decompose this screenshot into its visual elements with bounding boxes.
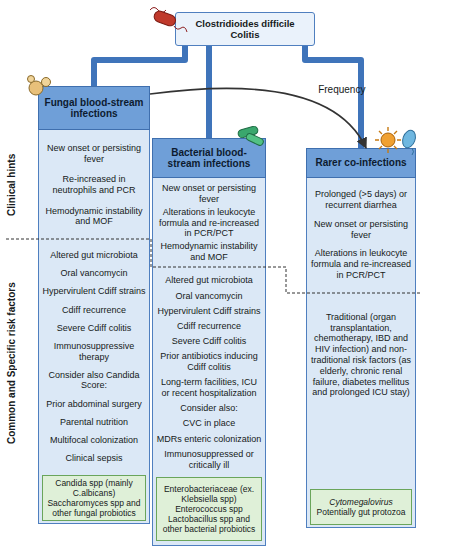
risk-text: Cdiff recurrence (62, 305, 126, 316)
pathogen-box: CytomegalovirusPotentially gut protozoa (310, 489, 412, 525)
risk-text: Consider also: (180, 403, 238, 414)
risk-text: Severe Cdiff colitis (57, 323, 131, 334)
risk-text: Multifocal colonization (50, 435, 138, 446)
hint-text: Prolonged (>5 days) or recurrent diarrhe… (310, 189, 412, 211)
pathogen-text: Cytomegalovirus (329, 497, 392, 507)
hints-region: Prolonged (>5 days) or recurrent diarrhe… (310, 181, 412, 289)
column-box: Prolonged (>5 days) or recurrent diarrhe… (306, 148, 416, 528)
hint-text: Re-increased in neutrophils and PCR (42, 174, 146, 196)
root-text: Clostridioides difficile Colitis (182, 18, 308, 41)
hint-text: New onset or persisting fever (310, 219, 412, 241)
risk-text: Prior antibiotics inducing Cdiff colitis (156, 351, 262, 373)
risk-text: Cdiff recurrence (177, 321, 241, 332)
pathogen-text: Enterobacteriaceae (ex. Klebsiella spp) (160, 484, 258, 504)
row-label: Common and Specific risk factors (5, 248, 19, 478)
flagellum (150, 8, 166, 13)
risk-text: CVC in place (183, 418, 236, 429)
risk-text: MDRs enteric colonization (157, 434, 262, 445)
risk-text: Severe Cdiff colitis (172, 336, 246, 347)
risk-text: Oral vancomycin (175, 291, 242, 302)
hints-region: New onset or persisting feverAlterations… (156, 181, 262, 265)
risk-text: Immunosuppressive therapy (42, 341, 146, 363)
pathogen-box: Enterobacteriaceae (ex. Klebsiella spp)E… (156, 477, 262, 541)
risk-text: Immunosuppressed or critically ill (156, 449, 262, 471)
hints-region: New onset or persisting feverRe-increase… (42, 133, 146, 237)
pathogen-text: Potentially gut protozoa (317, 507, 406, 517)
hint-text: Alterations in leukocyte formula and re-… (310, 248, 412, 280)
edge-label: Frequency (318, 84, 365, 95)
header-text: Fungal blood-stream infections (43, 97, 145, 120)
header-text: Rarer co-infections (315, 157, 406, 169)
hint-text: Alterations in leukocyte formula and re-… (156, 207, 262, 239)
row-label: Clinical hints (5, 130, 19, 240)
risk-text: Traditional (organ transplantation, chem… (310, 312, 412, 398)
virus-body (381, 133, 395, 147)
branch-line (305, 46, 361, 148)
risk-text: Oral vancomycin (60, 268, 127, 279)
root-box: Clostridioides difficile Colitis (175, 12, 315, 46)
risk-text: Hypervirulent Cdiff strains (158, 306, 261, 317)
risk-text: Clinical sepsis (65, 453, 122, 464)
risk-text: Parental nutrition (60, 417, 128, 428)
column-box: New onset or persisting feverAlterations… (152, 138, 266, 546)
hint-text: New onset or persisting fever (156, 183, 262, 205)
risk-text: Altered gut microbiota (50, 250, 138, 261)
header-text: Bacterial blood-stream infections (157, 147, 261, 170)
risk-region: Altered gut microbiotaOral vancomycinHyp… (42, 243, 146, 471)
hint-text: New onset or persisting fever (42, 143, 146, 165)
pathogen-box: Candida spp (mainly C.albicans)Saccharom… (42, 475, 146, 521)
hint-text: Hemodynamic instability and MOF (156, 241, 262, 263)
bacterium-body (153, 10, 177, 28)
risk-text: Hypervirulent Cdiff strains (43, 286, 146, 297)
branch-line (94, 46, 185, 86)
header-box: Fungal blood-stream infections (38, 86, 150, 130)
protozoa-body (400, 128, 417, 149)
risk-region: Traditional (organ transplantation, chem… (310, 297, 412, 413)
risk-text: Altered gut microbiota (165, 275, 253, 286)
yeast-bud (28, 76, 35, 83)
risk-text: Prior abdominal surgery (46, 399, 142, 410)
bacterium-body (237, 126, 258, 139)
header-box: Rarer co-infections (306, 148, 416, 178)
hint-text: Hemodynamic instability and MOF (42, 206, 146, 228)
risk-region: Altered gut microbiotaOral vancomycinHyp… (156, 271, 262, 475)
risk-text: Long-term facilities, ICU or recent hosp… (156, 377, 262, 399)
header-box: Bacterial blood-stream infections (152, 138, 266, 178)
pathogen-text: Candida spp (mainly C.albicans) (46, 478, 142, 498)
column-box: New onset or persisting feverRe-increase… (38, 86, 150, 524)
branch-line (206, 46, 212, 138)
pathogen-text: Lactobacillus spp and other bacterial pr… (160, 514, 258, 534)
pathogen-text: Enterococcus spp (175, 504, 243, 514)
pathogen-text: Saccharomyces spp and other fungal probi… (46, 498, 142, 518)
risk-text: Consider also Candida Score: (42, 370, 146, 392)
